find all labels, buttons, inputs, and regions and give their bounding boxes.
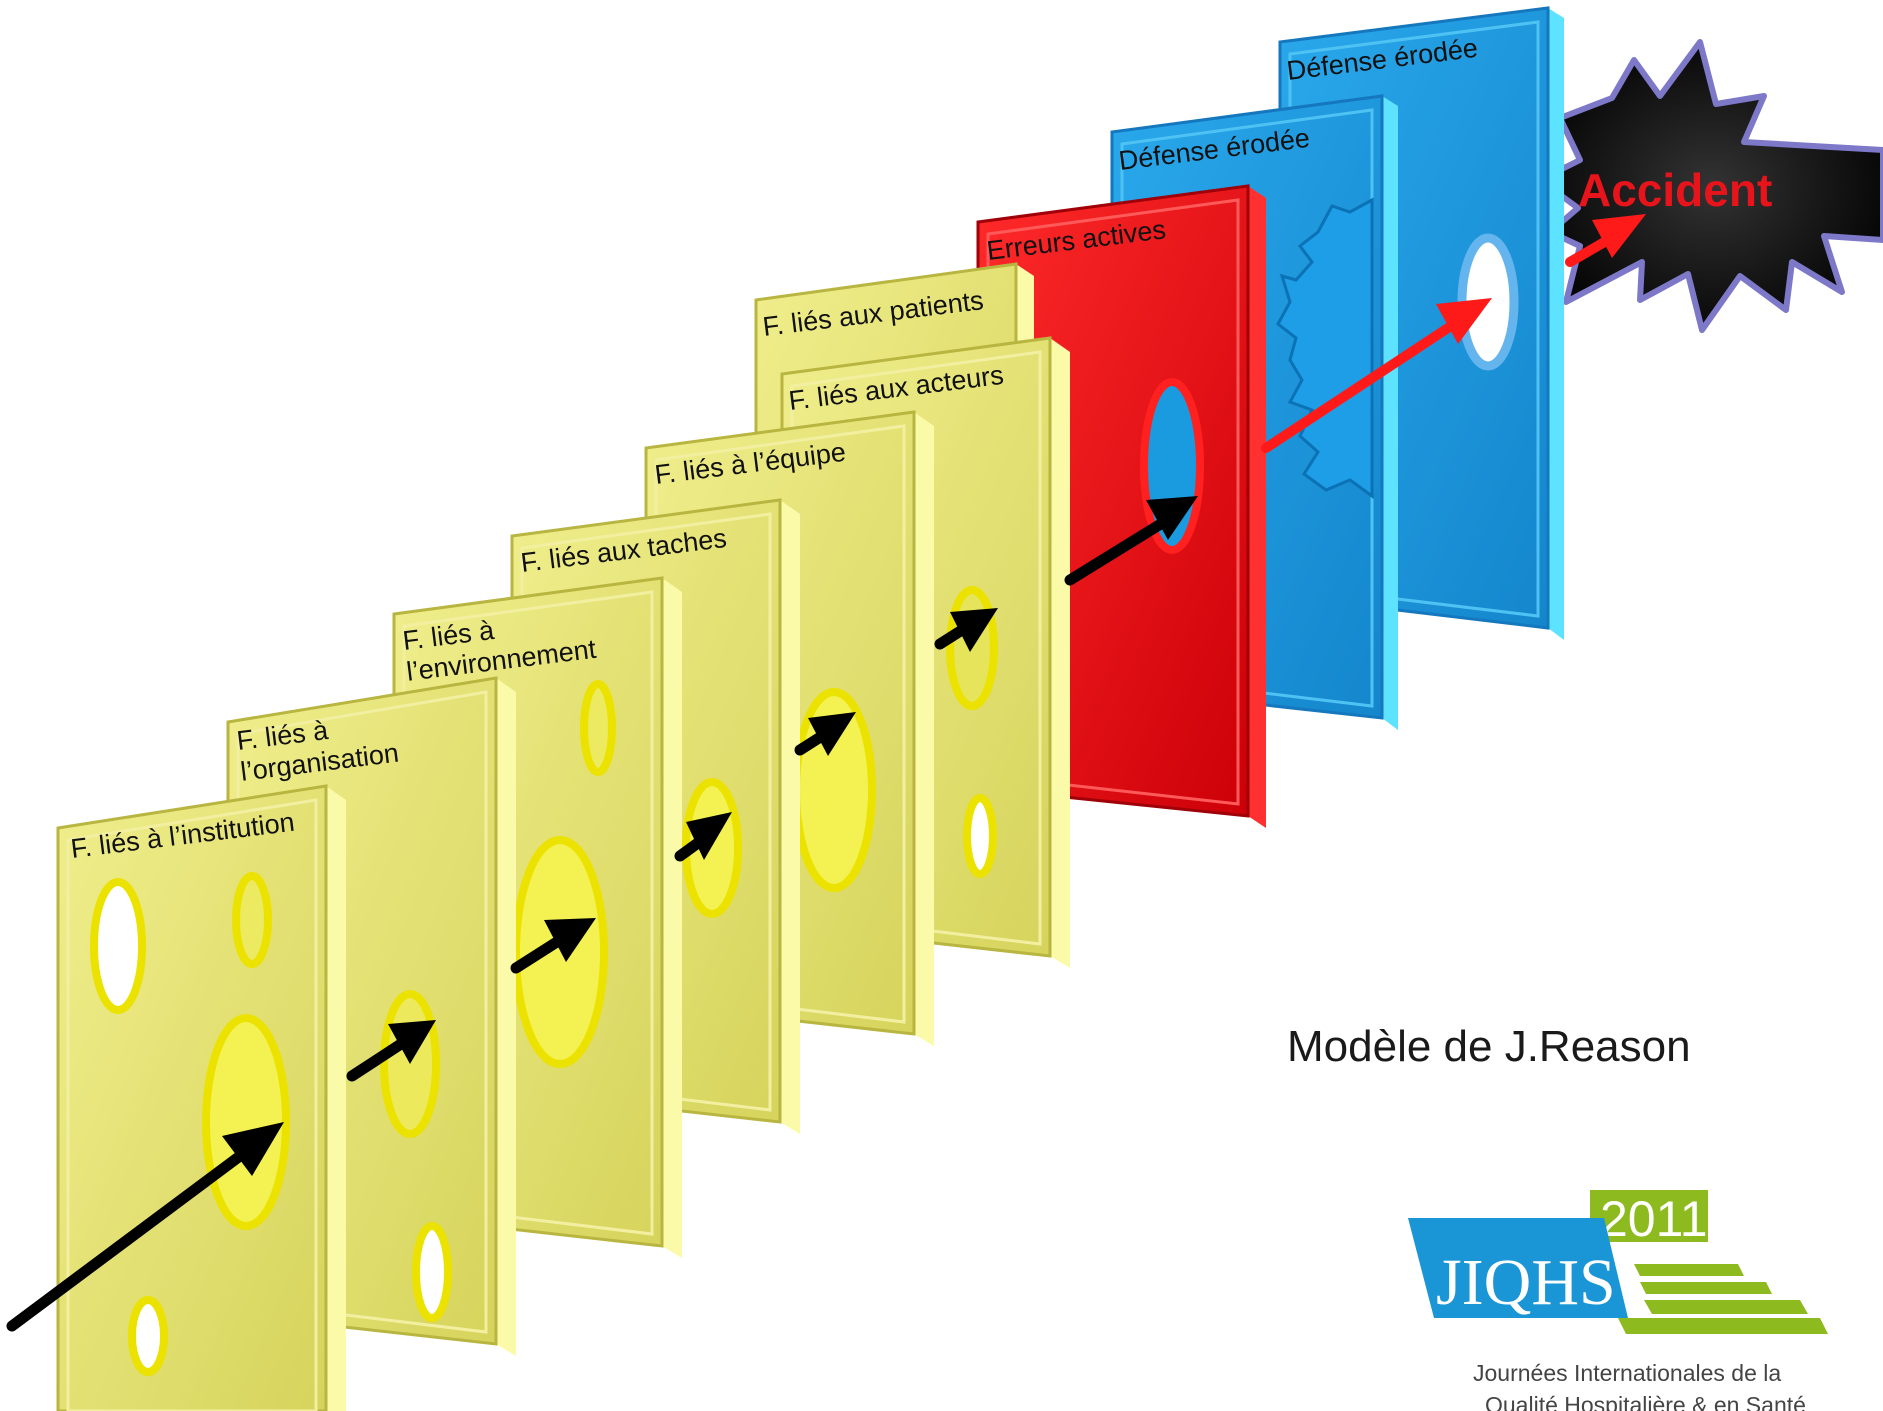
accident-label: Accident <box>1578 164 1772 216</box>
hole <box>416 1226 448 1318</box>
hole <box>94 882 142 1010</box>
hole <box>206 1018 286 1226</box>
hole <box>584 684 612 772</box>
hole <box>236 876 268 964</box>
hole <box>516 840 604 1064</box>
caption: Modèle de J.Reason <box>1287 1022 1691 1072</box>
jiqhs-logo: 2011 JIQHS <box>1408 1190 1828 1350</box>
logo-subtitle-line-1: Journées Internationales de la <box>1473 1360 1781 1387</box>
logo-subtitle-line-2: Qualité Hospitalière & en Santé <box>1485 1392 1806 1411</box>
logo-name: JIQHS <box>1436 1246 1616 1319</box>
slice-institution: F. liés à l’institution <box>58 786 346 1411</box>
accident-burst: Accident <box>1540 42 1883 330</box>
logo-year: 2011 <box>1600 1191 1708 1247</box>
hole <box>132 1300 164 1372</box>
hole <box>967 798 993 874</box>
